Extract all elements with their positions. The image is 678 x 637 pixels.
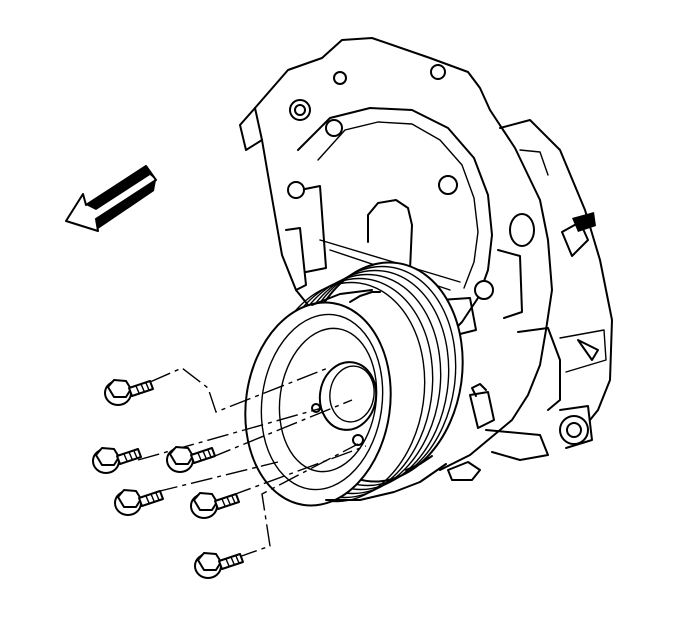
leader-lines — [137, 367, 367, 559]
crankshaft-balancer — [244, 261, 464, 507]
bolt-icon — [114, 489, 164, 516]
bolt-icon — [190, 492, 240, 519]
bolt-icon — [92, 447, 142, 474]
engine-front-cover — [239, 37, 613, 481]
direction-arrow-icon — [65, 165, 157, 232]
bolt-icon — [104, 379, 154, 406]
bolt-icon — [166, 446, 216, 473]
bolt-icon — [194, 552, 244, 579]
